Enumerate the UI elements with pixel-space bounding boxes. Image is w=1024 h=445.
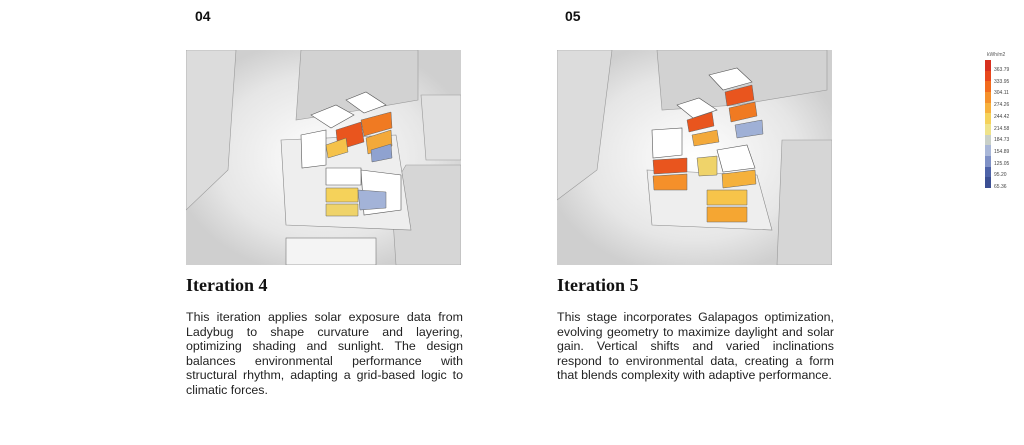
iteration-5-description: This stage incorporates Galapagos optimi… (557, 310, 834, 383)
iteration-4-title: Iteration 4 (186, 275, 268, 295)
iteration-4-diagram (186, 50, 461, 265)
legend-swatch (985, 177, 991, 188)
legend-swatch (985, 60, 991, 71)
legend-unit: kWh/m2 (987, 52, 1006, 58)
legend-value: 363.79 (994, 67, 1010, 73)
legend-swatch (985, 145, 991, 156)
legend-value: 274.26 (994, 102, 1010, 109)
legend-swatch (985, 70, 991, 82)
legend-value: 184.73 (994, 137, 1010, 144)
iteration-5-number: 05 (565, 8, 581, 24)
iteration-4-number: 04 (195, 8, 211, 24)
iteration-5-diagram (557, 50, 832, 265)
legend-swatch (985, 91, 991, 103)
legend-swatch (985, 155, 991, 167)
legend-value: 95.20 (994, 172, 1007, 179)
legend-value: 333.95 (994, 78, 1010, 85)
legend-swatch (985, 134, 991, 146)
legend-swatch (985, 81, 991, 92)
legend-value: 125.05 (994, 160, 1010, 167)
legend-value: 304.11 (994, 90, 1009, 97)
legend-value: 154.89 (994, 148, 1010, 155)
iteration-4-description: This iteration applies solar exposure da… (186, 310, 463, 397)
legend-swatch (985, 166, 991, 178)
legend-value: 244.42 (994, 113, 1010, 120)
legend-swatch (985, 102, 991, 114)
legend-value: 65.36 (994, 184, 1007, 190)
legend-color-bar (985, 60, 991, 188)
legend-value: 214.58 (994, 125, 1010, 132)
legend-swatch (985, 123, 991, 135)
iteration-5-title: Iteration 5 (557, 275, 639, 295)
legend-swatch (985, 113, 991, 124)
